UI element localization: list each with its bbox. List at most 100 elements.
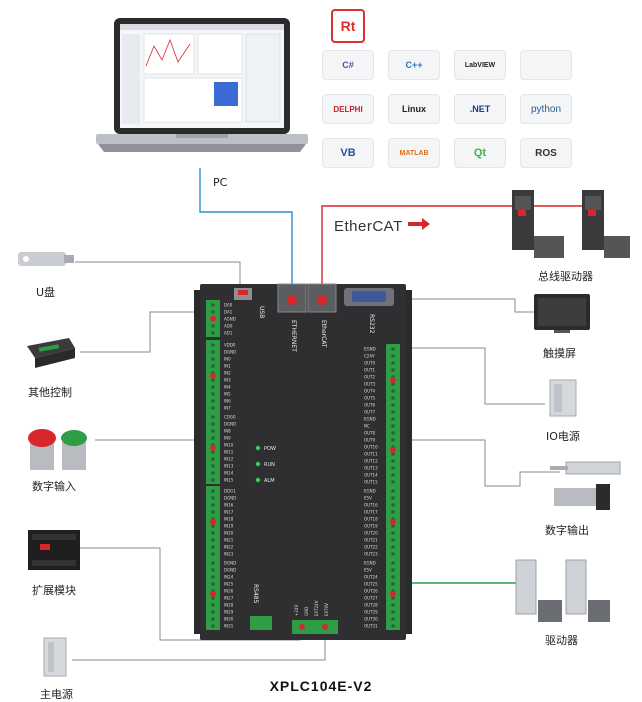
qt-tile: Qt — [454, 138, 506, 168]
digital-output-image — [550, 461, 621, 510]
terminal-pin-label: E5V — [364, 568, 372, 573]
terminal-pin-label: IN10 — [224, 443, 234, 448]
terminal-pin-label: OUT23 — [364, 552, 378, 557]
terminal-pin-label: OUT6 — [364, 403, 376, 408]
power-pin-label: +24V — [294, 605, 299, 616]
pc-label: PC — [213, 176, 228, 189]
io-power-line — [393, 347, 545, 405]
terminal-pin-label: IN13 — [224, 464, 234, 469]
apple-tile — [520, 50, 572, 80]
cpp-tile: C++ — [388, 50, 440, 80]
other-control-label: 其他控制 — [28, 386, 72, 399]
terminal-pin-label: IN2 — [224, 371, 231, 376]
terminal-pin-label: VDD0 — [224, 343, 236, 348]
linux-tile: Linux — [388, 94, 440, 124]
terminal-pin-label: IN18 — [224, 517, 234, 522]
terminal-pin-label: OUT28 — [364, 603, 378, 608]
terminal-pin-label: EGND — [364, 489, 376, 494]
terminal-pin-label: AD0 — [224, 324, 233, 329]
terminal-pin-label: OUT1 — [364, 368, 376, 373]
terminal-pin-label: OUT21 — [364, 538, 378, 543]
status-led — [255, 445, 261, 451]
terminal-pin-label: IN19 — [224, 524, 234, 529]
terminal-pin-label: OUT0 — [364, 361, 376, 366]
model-name: XPLC104E-V2 — [269, 678, 373, 694]
power-pin-label: EXT24V — [314, 600, 319, 616]
terminal-pin-label: CDG0 — [224, 415, 236, 420]
terminal-pin-label: IN8 — [224, 429, 231, 434]
usb-drive-image — [18, 252, 74, 266]
terminal-pin-label: IN5 — [224, 392, 231, 397]
terminal-pin-label: OUT15 — [364, 480, 378, 485]
csharp-tile: C# — [322, 50, 374, 80]
terminal-pin-label: AGND — [224, 317, 236, 322]
other-control-image — [27, 338, 75, 368]
terminal-pin-label: IN9 — [224, 436, 231, 441]
laptop-pc — [96, 18, 308, 152]
terminal-pin-label: OUT17 — [364, 510, 378, 515]
expansion-label: 扩展模块 — [32, 584, 76, 597]
terminal-pin-label: DA1 — [224, 310, 233, 315]
other-control-line — [80, 311, 215, 353]
terminal-pin-label: OUT31 — [364, 624, 378, 629]
terminal-pin-label: IN17 — [224, 510, 234, 515]
io-power-image — [549, 379, 577, 417]
terminal-pin-label: IN14 — [224, 471, 234, 476]
driver-label: 驱动器 — [545, 634, 578, 647]
usb-line — [75, 261, 241, 292]
terminal-pin-label: OUT8 — [364, 431, 376, 436]
terminal-pin-label: IN24 — [224, 575, 234, 580]
terminal-pin-label: IN22 — [224, 545, 234, 550]
labview-tile: LabVIEW — [454, 50, 506, 80]
terminal-pin-label: IN3 — [224, 378, 231, 383]
dotnet-tile: .NET — [454, 94, 506, 124]
port-label: RS232 — [368, 314, 375, 334]
terminal-pin-label: IN29 — [224, 610, 234, 615]
status-led-label: ALM — [264, 478, 275, 484]
terminal-pin-label: OUT16 — [364, 503, 378, 508]
terminal-pin-label: IN25 — [224, 582, 234, 587]
terminal-pin-label: IN21 — [224, 538, 234, 543]
terminal-pin-label: OUT7 — [364, 410, 376, 415]
vb-tile: VB — [322, 138, 374, 168]
terminal-pin-label: IN0 — [224, 357, 231, 362]
terminal-pin-label: C24V — [364, 354, 375, 359]
ethercat-arrow-icon — [408, 218, 430, 230]
terminal-pin-label: EGND — [364, 417, 376, 422]
pc-ethernet-line — [199, 168, 293, 288]
terminal-pin-label: IN28 — [224, 603, 234, 608]
terminal-pin-label: OUT5 — [364, 396, 376, 401]
terminal-pin-label: OUT25 — [364, 582, 378, 587]
status-led — [255, 461, 261, 467]
terminal-pin-label: EGND — [364, 561, 376, 566]
terminal-pin-label: IN11 — [224, 450, 234, 455]
touchscreen-label: 触摸屏 — [543, 347, 576, 360]
main-power-image — [43, 637, 67, 677]
power-pin-label: GND — [304, 607, 309, 616]
terminal-pin-label: OUT30 — [364, 617, 378, 622]
plc-device: DA0DA1AGNDAD0AD1VDD0DGNDIN0IN1IN2IN3IN4I… — [194, 283, 412, 640]
terminal-pin-label: OUT14 — [364, 473, 378, 478]
terminal-pin-label: DGND — [224, 561, 236, 566]
terminal-pin-label: OUT9 — [364, 438, 376, 443]
ros-tile: ROS — [520, 138, 572, 168]
terminal-pin-label: IN4 — [224, 385, 231, 390]
terminal-pin-label: DDG1 — [224, 489, 236, 494]
terminal-pin-label: IN20 — [224, 531, 234, 536]
io-power-label: IO电源 — [546, 430, 580, 443]
port-label: RS485 — [252, 584, 259, 604]
terminal-pin-label: IN6 — [224, 399, 231, 404]
terminal-pin-label: OUT2 — [364, 375, 376, 380]
python-tile: python — [520, 94, 572, 124]
port-label: ETHERNET — [290, 320, 297, 352]
terminal-pin-label: OUT22 — [364, 545, 378, 550]
ethercat-logo: EtherCAT — [334, 218, 403, 235]
digital-input-image — [28, 429, 87, 470]
terminal-pin-label: IN31 — [224, 624, 234, 629]
bus-driver-label: 总线驱动器 — [538, 270, 593, 283]
port-label: EtherCAT — [320, 320, 327, 348]
terminal-pin-label: IN26 — [224, 589, 234, 594]
terminal-pin-label: DGND — [224, 496, 236, 501]
power-terminal — [292, 620, 338, 634]
expansion-module-image — [28, 530, 80, 570]
